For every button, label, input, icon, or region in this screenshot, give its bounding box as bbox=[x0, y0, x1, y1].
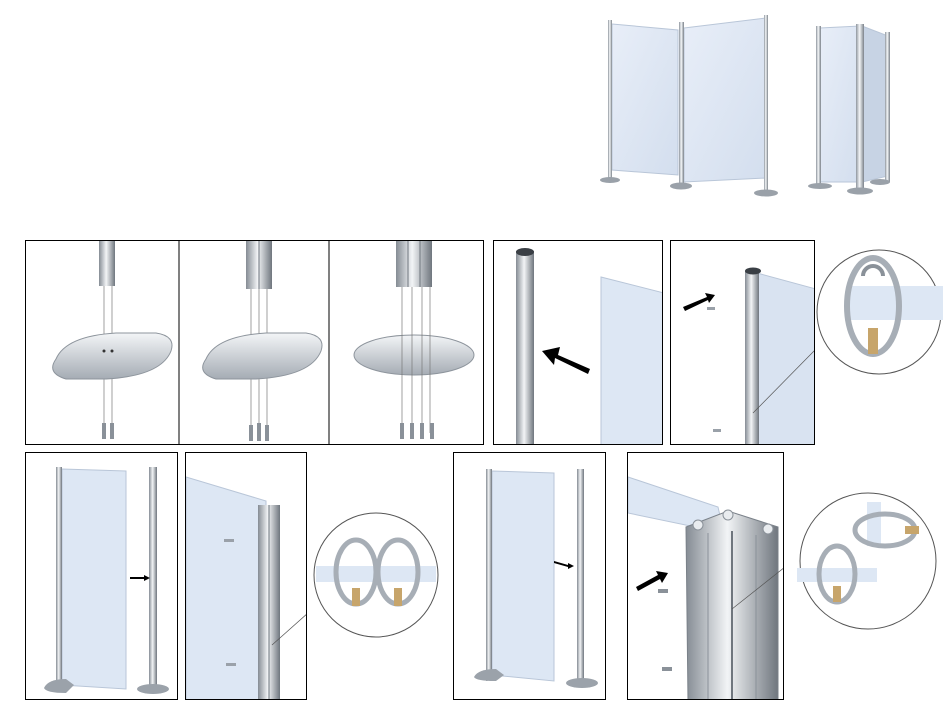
direction-arrow bbox=[636, 571, 668, 591]
screw bbox=[833, 586, 841, 602]
base-foot bbox=[754, 190, 778, 197]
base-foot bbox=[600, 177, 620, 183]
screw bbox=[430, 423, 434, 439]
screw bbox=[110, 423, 114, 439]
screw bbox=[352, 588, 360, 606]
connector-pin bbox=[707, 307, 715, 310]
base-assembly-steps bbox=[25, 240, 484, 445]
oval-base-plate bbox=[53, 333, 172, 379]
panel-mount-step-2 bbox=[453, 452, 606, 700]
base-step-double-pole bbox=[203, 241, 322, 441]
pole bbox=[856, 24, 864, 190]
panel-mount-step bbox=[25, 452, 178, 700]
connector-pin bbox=[226, 663, 236, 666]
screw bbox=[400, 423, 404, 439]
pole bbox=[486, 469, 492, 681]
pole bbox=[396, 241, 432, 287]
base-step-single-pole bbox=[53, 241, 172, 439]
pole bbox=[608, 20, 612, 180]
screw bbox=[420, 423, 424, 439]
connector-pin bbox=[658, 589, 668, 593]
detail-callout-single bbox=[815, 248, 943, 376]
pole bbox=[56, 467, 62, 689]
connector-pin bbox=[224, 539, 234, 542]
detail-callout-corner bbox=[797, 490, 939, 632]
screw bbox=[249, 425, 253, 441]
screw bbox=[265, 425, 269, 441]
glass-panel bbox=[820, 26, 860, 182]
glass-panel bbox=[186, 477, 266, 700]
base-foot bbox=[137, 684, 169, 694]
connector-pin bbox=[713, 429, 721, 432]
glass-panel bbox=[492, 471, 554, 681]
direction-arrow bbox=[542, 347, 590, 374]
tower-corner-step bbox=[627, 452, 784, 700]
pole bbox=[679, 22, 684, 188]
glass-panel bbox=[684, 18, 766, 182]
base-foot bbox=[847, 188, 873, 195]
glass-panel bbox=[62, 469, 126, 689]
base-step-triple-pole bbox=[354, 241, 474, 439]
pole-top bbox=[516, 248, 534, 256]
pole bbox=[149, 467, 157, 689]
pole bbox=[516, 251, 534, 445]
screw bbox=[868, 328, 878, 354]
pole bbox=[764, 15, 768, 191]
connector-step bbox=[670, 240, 815, 445]
glass-panel bbox=[862, 26, 888, 182]
insert-panel-step bbox=[493, 240, 663, 445]
pole bbox=[885, 32, 890, 182]
base-foot bbox=[670, 183, 692, 190]
direction-arrow bbox=[554, 561, 574, 569]
overview-illustrations bbox=[590, 10, 920, 200]
base-foot bbox=[870, 179, 890, 185]
base-foot bbox=[566, 678, 598, 688]
pole bbox=[745, 271, 759, 445]
double-connector-step bbox=[185, 452, 307, 700]
screw bbox=[905, 526, 919, 534]
pole bbox=[99, 241, 115, 286]
screw bbox=[102, 423, 106, 439]
pole bbox=[816, 26, 821, 186]
direction-arrow bbox=[130, 575, 150, 581]
pole bbox=[577, 469, 584, 681]
glass-edge bbox=[797, 568, 877, 582]
overview-tower bbox=[808, 24, 890, 195]
glass-edge bbox=[867, 502, 881, 546]
screw bbox=[410, 423, 414, 439]
glass-panel bbox=[612, 24, 678, 175]
overview-wall bbox=[600, 15, 778, 197]
oval-base-plate bbox=[203, 333, 322, 379]
screw bbox=[257, 423, 261, 441]
base-foot bbox=[808, 183, 832, 189]
screw bbox=[394, 588, 402, 606]
detail-callout-double bbox=[308, 510, 444, 640]
glass-panel bbox=[601, 277, 663, 445]
connector-pin bbox=[662, 667, 672, 671]
round-base-plate bbox=[354, 335, 474, 375]
